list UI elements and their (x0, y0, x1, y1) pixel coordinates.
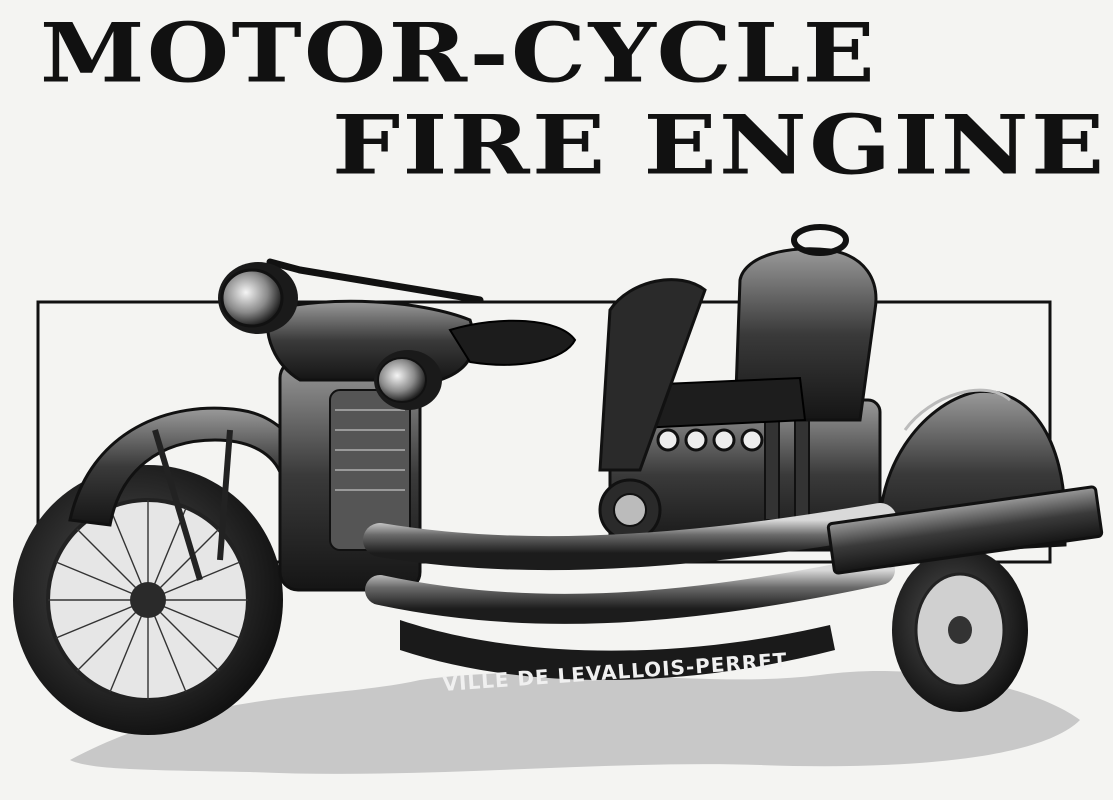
handlebars (296, 266, 484, 304)
spotlamp (374, 350, 442, 410)
headline-line-1: MOTOR-CYCLE (40, 4, 878, 101)
motorcycle-fire-engine-illustration: VILLE DE LEVALLOIS-PERRET (13, 224, 1104, 774)
rear-bumper (826, 485, 1104, 575)
sidecar-wheel (892, 548, 1028, 712)
hose-reel (598, 278, 707, 472)
sidecar-seat (639, 224, 878, 430)
front-wheel (13, 465, 283, 735)
saddle (448, 319, 577, 366)
sidecar-chassis (400, 620, 835, 680)
fire-pump (598, 344, 882, 552)
ground-shadow (70, 671, 1080, 774)
fuel-tank (266, 299, 476, 382)
headlamp (218, 262, 298, 334)
headline-line-2: FIRE ENGINE (332, 96, 1107, 193)
suction-hoses (363, 503, 897, 624)
